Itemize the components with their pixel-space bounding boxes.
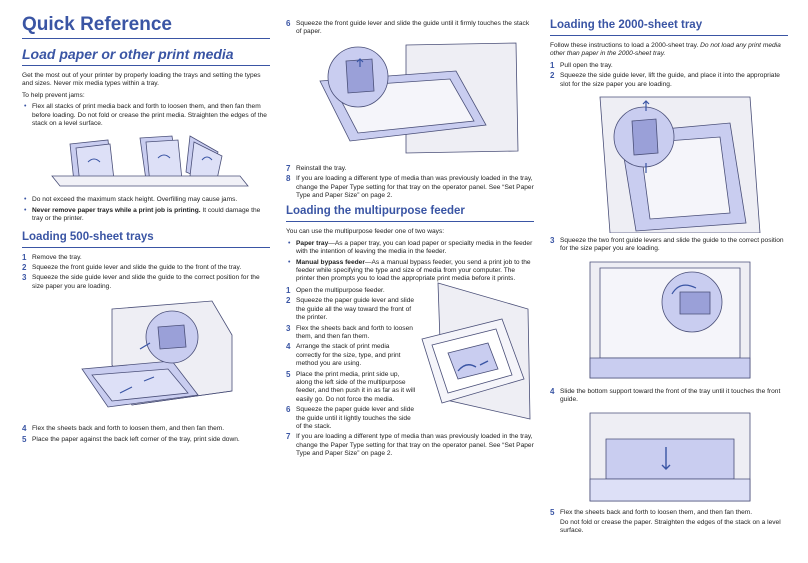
- tray2000-heading: Loading the 2000-sheet tray: [550, 19, 703, 31]
- mpf-illustration: [418, 279, 534, 429]
- load-heading: Load paper or other print media: [22, 46, 234, 62]
- tray2000-side-guide-illustration: [550, 93, 788, 234]
- column-right: Loading the 2000-sheet tray Follow these…: [550, 18, 788, 539]
- tray2000-front-guide-illustration: [550, 258, 788, 384]
- tray2000-note: Do not fold or crease the paper. Straigh…: [560, 519, 781, 535]
- mpf-rule: [286, 221, 534, 223]
- prevent-jams-label: To help prevent jams:: [22, 91, 85, 99]
- title-rule: [22, 38, 270, 39]
- column-left: Quick Reference Load paper or other prin…: [22, 0, 270, 446]
- list-item: Paper tray—As a paper tray, you can load…: [288, 240, 534, 257]
- page-title: Quick Reference: [22, 14, 172, 35]
- mpf-intro: You can use the multipurpose feeder one …: [286, 228, 445, 236]
- tray500-rule: [22, 246, 270, 248]
- prevent-list-continued: Do not exceed the maximum stack height. …: [22, 196, 270, 223]
- flex-paper-illustration: [22, 132, 270, 192]
- tray2000-intro: Follow these instructions to load a 2000…: [550, 42, 781, 58]
- prevent-list: Flex all stacks of print media back and …: [22, 103, 270, 128]
- tray500-guide-illustration: [286, 41, 534, 161]
- list-item: Manual bypass feeder—As a manual bypass …: [288, 259, 534, 284]
- tray500-heading: Loading 500-sheet trays: [22, 230, 154, 243]
- tray2000-rule: [550, 35, 788, 36]
- list-item: Flex all stacks of print media back and …: [24, 103, 270, 128]
- load-intro: Get the most out of your printer by prop…: [22, 72, 261, 88]
- tray500-illustration: [22, 295, 270, 421]
- mpf-heading: Loading the multipurpose feeder: [286, 205, 465, 218]
- warning-bold-text: Never remove paper trays while a print j…: [32, 206, 201, 214]
- warning-text: It could damage the tray or the printer.: [32, 206, 261, 223]
- load-rule: [22, 65, 270, 66]
- tray2000-bottom-support-illustration: [550, 409, 788, 505]
- mpf-uses-list: Paper tray—As a paper tray, you can load…: [286, 240, 534, 284]
- list-item: Do not exceed the maximum stack height. …: [24, 196, 270, 205]
- list-item: Never remove paper trays while a print j…: [24, 206, 270, 224]
